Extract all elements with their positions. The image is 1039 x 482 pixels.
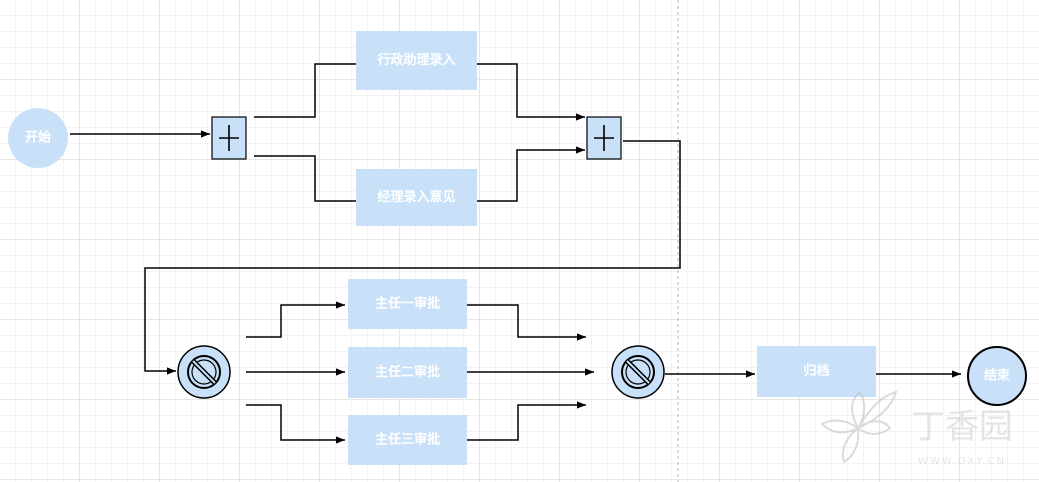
edge-split1-to-admin bbox=[254, 63, 356, 118]
edges bbox=[70, 63, 961, 444]
task-archive-label: 归档 bbox=[803, 363, 829, 379]
edge-join1-to-split2 bbox=[144, 140, 681, 375]
end-event-label: 结束 bbox=[984, 368, 1011, 384]
task-admin-entry[interactable]: 行政助理录入 bbox=[356, 31, 477, 90]
edge-director1-to-join2 bbox=[467, 304, 586, 341]
watermark: 丁香园 WWW.DXY.CN bbox=[820, 390, 1013, 467]
prohibited-icon bbox=[621, 355, 655, 389]
exclusive-split-gateway[interactable] bbox=[177, 345, 231, 399]
task-director1-label: 主任一审批 bbox=[375, 296, 440, 312]
watermark-url: WWW.DXY.CN bbox=[918, 456, 1006, 467]
task-archive[interactable]: 归档 bbox=[757, 346, 876, 397]
edge-director3-to-join2 bbox=[467, 401, 586, 441]
task-manager-opinion-label: 经理录入意见 bbox=[377, 189, 455, 205]
parallel-split-gateway[interactable] bbox=[211, 116, 247, 160]
task-admin-entry-label: 行政助理录入 bbox=[376, 52, 455, 68]
task-manager-opinion[interactable]: 经理录入意见 bbox=[356, 169, 477, 226]
edge-split2-to-director3 bbox=[246, 404, 345, 444]
start-event-label: 开始 bbox=[25, 130, 51, 146]
end-event[interactable]: 结束 bbox=[967, 346, 1027, 406]
plus-icon bbox=[594, 125, 614, 151]
task-director1[interactable]: 主任一审批 bbox=[348, 279, 467, 329]
start-event[interactable]: 开始 bbox=[8, 108, 68, 168]
task-director3-label: 主任三审批 bbox=[375, 432, 440, 448]
flower-logo-icon bbox=[820, 390, 898, 464]
edge-admin-to-join1 bbox=[477, 63, 585, 121]
exclusive-join-gateway[interactable] bbox=[611, 345, 665, 399]
watermark-brand: 丁香园 bbox=[911, 407, 1013, 447]
task-director2-label: 主任二审批 bbox=[375, 364, 440, 380]
task-director2[interactable]: 主任二审批 bbox=[348, 347, 467, 398]
plus-icon bbox=[219, 125, 239, 151]
prohibited-icon bbox=[187, 355, 221, 389]
start-event-circle bbox=[8, 108, 68, 168]
task-director3[interactable]: 主任三审批 bbox=[348, 415, 467, 465]
edge-manager-to-join1 bbox=[477, 146, 585, 202]
edge-split2-to-director1 bbox=[246, 301, 345, 338]
parallel-join-gateway[interactable] bbox=[586, 116, 622, 160]
edge-split1-to-manager bbox=[254, 155, 356, 202]
